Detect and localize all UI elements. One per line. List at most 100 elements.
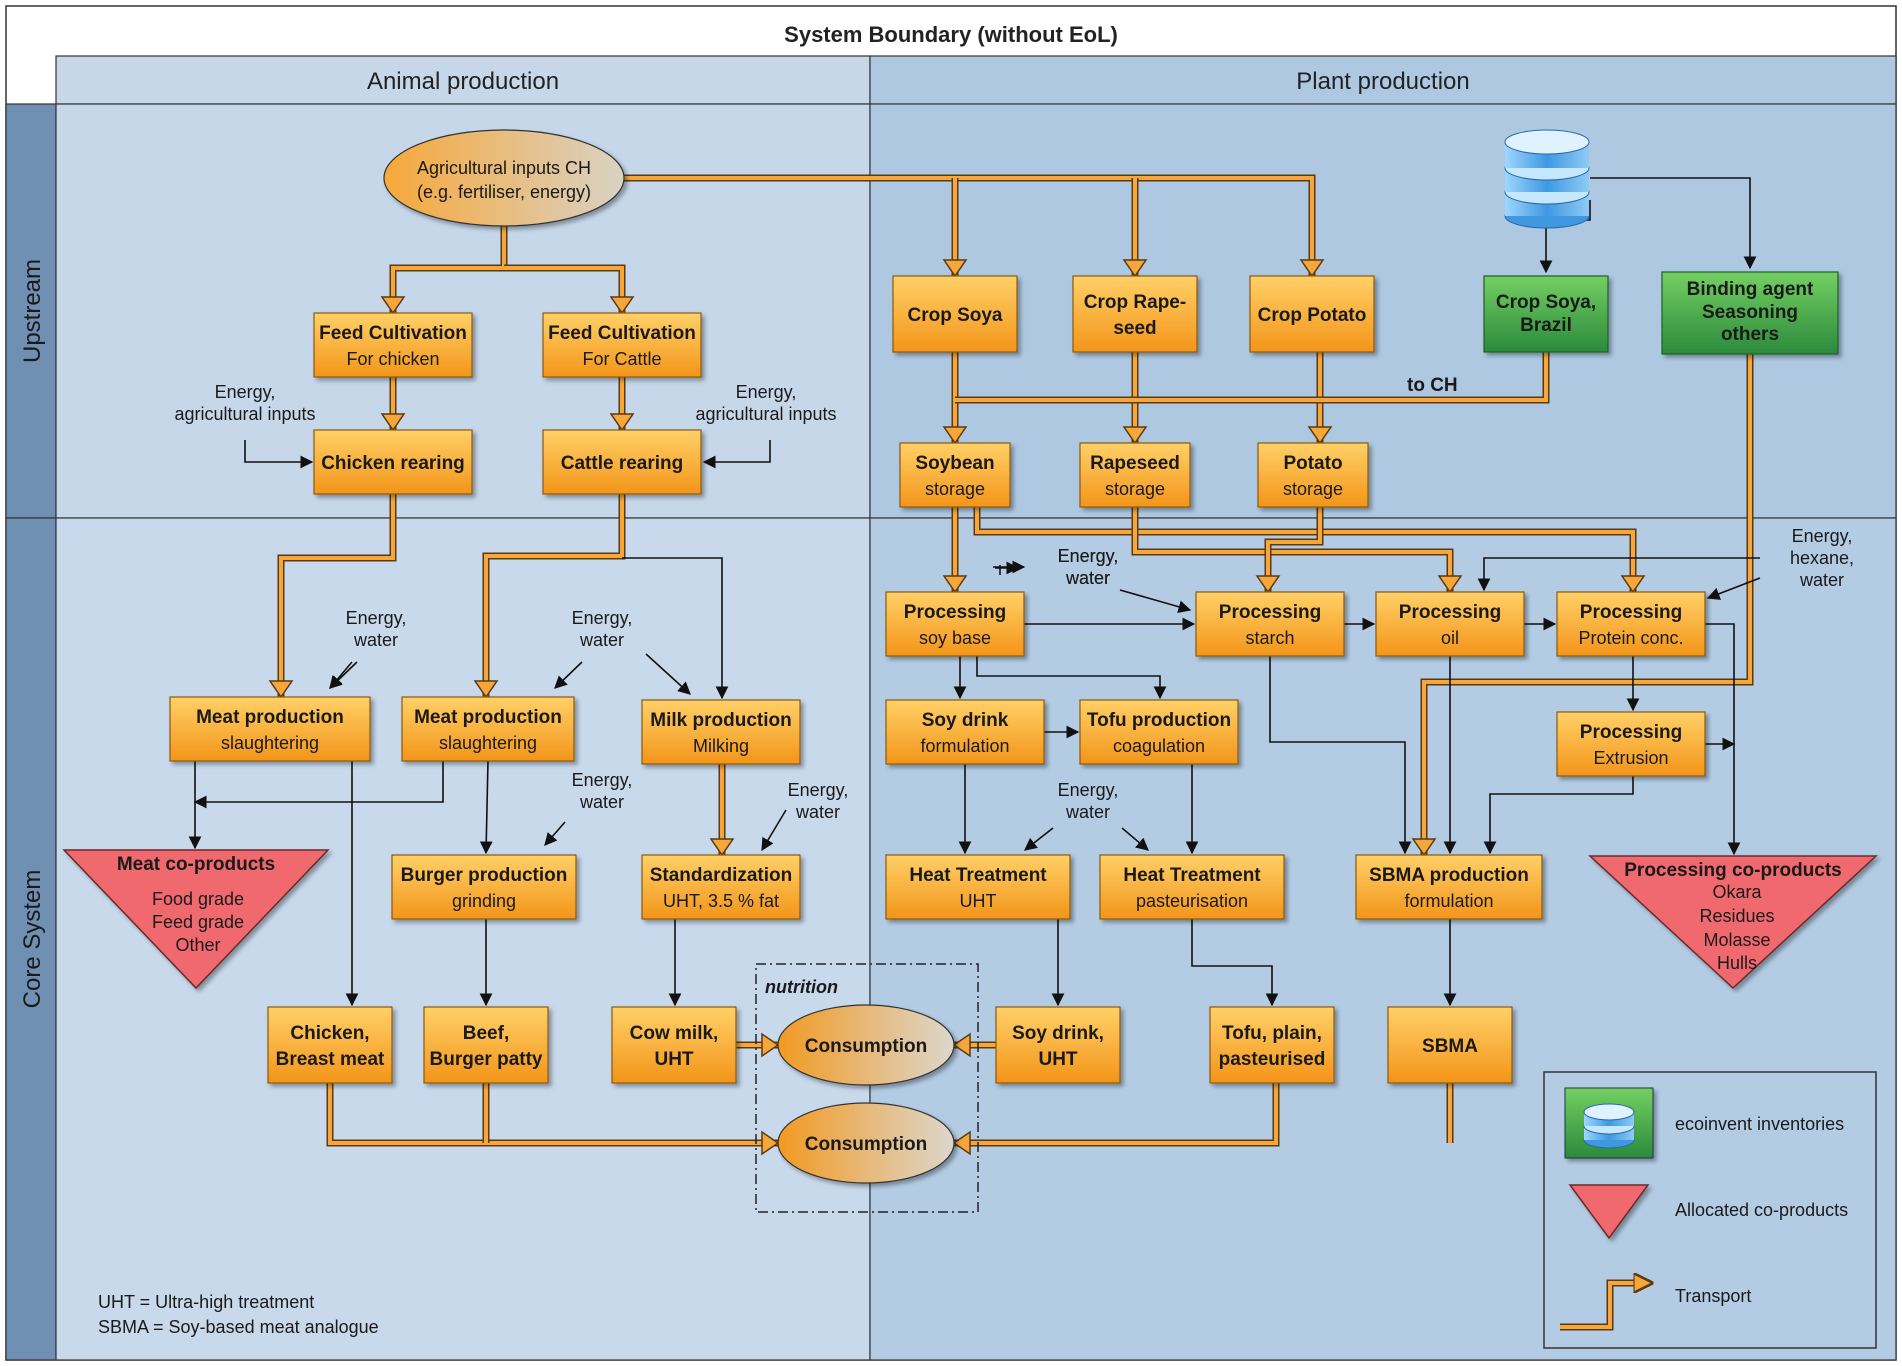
node-label: UHT [654, 1049, 693, 1070]
node-label: Meat production [196, 707, 344, 728]
node-label: Burger patty [430, 1049, 543, 1070]
input-label: Energy, [1792, 526, 1853, 546]
processing-coproduct-item: Molasse [1703, 930, 1770, 950]
node-label: storage [925, 479, 985, 499]
node-label: Brazil [1520, 315, 1572, 336]
transport-arrowhead [952, 1130, 971, 1156]
potato-storage-node: Potato storage [1257, 442, 1369, 508]
node-label: Processing [1580, 602, 1682, 623]
transport-arrowhead [761, 1130, 780, 1156]
input-label: water [1799, 570, 1844, 590]
input-label: water [579, 630, 624, 650]
cattle-rearing-node: Cattle rearing [542, 429, 702, 495]
node-label: Soybean [915, 453, 994, 474]
meat-coproducts-title: Meat co-products [117, 854, 275, 875]
node-label: Binding agent [1687, 279, 1814, 300]
node-label: Soy drink [922, 710, 1009, 731]
node-label: Protein conc. [1578, 628, 1683, 648]
agri-inputs-ellipse: Agricultural inputs CH (e.g. fertiliser, … [383, 129, 625, 227]
node-label: Milking [693, 736, 749, 756]
flow-arrow [329, 661, 353, 689]
node-label: Potato [1283, 453, 1342, 474]
transport-arrow [277, 494, 397, 697]
node-label: Crop Potato [1258, 305, 1367, 326]
processing-coproduct-item: Residues [1699, 906, 1774, 926]
node-label: SBMA production [1369, 865, 1529, 886]
node-label: Seasoning [1702, 302, 1798, 323]
flow-arrow [761, 809, 787, 852]
input-labels: Energy,agricultural inputsEnergy,agricul… [174, 382, 1854, 822]
flow-arrow [622, 557, 729, 700]
node-label: slaughtering [439, 733, 537, 753]
processing-coproduct-item: Hulls [1717, 953, 1757, 973]
transport-arrowhead [1299, 259, 1325, 278]
node-label: Burger production [401, 865, 568, 886]
node-label: Rapeseed [1090, 453, 1180, 474]
transport-arrowhead [609, 296, 635, 315]
animal-production-header: Animal production [367, 68, 559, 95]
transport-arrowhead [761, 1032, 780, 1058]
legend-coproduct-triangle [1568, 1184, 1650, 1240]
flow-arrow [1191, 919, 1279, 1007]
input-label: water [579, 792, 624, 812]
node-label: For chicken [346, 349, 439, 369]
footnote-sbma: SBMA = Soy-based meat analogue [98, 1317, 379, 1337]
node-label: starch [1245, 628, 1294, 648]
input-label: Energy, [788, 780, 849, 800]
flow-arrow [645, 653, 691, 695]
crop-soya-node: Crop Soya [892, 275, 1018, 353]
ellipse-label: (e.g. fertiliser, energy) [417, 182, 591, 202]
beef-patty-node: Beef,Burger patty [423, 1006, 549, 1084]
transport-arrowhead [952, 1032, 971, 1058]
node-label: Processing [1219, 602, 1321, 623]
input-label: water [1065, 568, 1110, 588]
flow-arrow [479, 760, 493, 855]
input-label: water [795, 802, 840, 822]
node-label: storage [1105, 479, 1165, 499]
transport-arrowhead [268, 680, 294, 699]
node-label: Heat Treatment [909, 865, 1047, 886]
node-label: For Cattle [582, 349, 661, 369]
input-label: water [353, 630, 398, 650]
ellipse-label: Consumption [805, 1134, 927, 1155]
transport-arrowhead [380, 413, 406, 432]
node-label: Crop Rape- [1084, 292, 1186, 313]
flow-arrow [1121, 827, 1149, 851]
transport-arrow [1420, 354, 1754, 855]
input-label: Energy, [572, 608, 633, 628]
plant-production-header: Plant production [1296, 68, 1469, 95]
transport-arrowhead [1122, 259, 1148, 278]
input-label: agricultural inputs [174, 404, 315, 424]
node-label: Processing [904, 602, 1006, 623]
node-label: storage [1283, 479, 1343, 499]
ellipse-label: Agricultural inputs CH [417, 158, 591, 178]
transport-lines [268, 174, 1754, 1156]
to-ch-label: to CH [1407, 375, 1458, 396]
cow-milk-node: Cow milk,UHT [611, 1006, 737, 1084]
meat-coproduct-item: Food grade [152, 889, 244, 909]
processing-coproducts-triangle: Processing co-products Okara Residues Mo… [1588, 855, 1878, 990]
legend-coproducts-label: Allocated co-products [1675, 1200, 1848, 1220]
input-label: Energy, [736, 382, 797, 402]
node-label: Cattle rearing [561, 453, 683, 474]
node-label: oil [1441, 628, 1459, 648]
crop-potato-node: Crop Potato [1249, 275, 1375, 353]
flow-arrow [1477, 557, 1760, 592]
transport-arrowhead [942, 426, 968, 445]
database-icon [1504, 129, 1590, 229]
flow-arrow [1590, 177, 1757, 270]
transport-arrowhead [473, 680, 499, 699]
soybean-storage-node: Soybean storage [899, 442, 1011, 508]
node-label: Extrusion [1593, 748, 1668, 768]
transport-arrow [954, 1083, 1280, 1147]
transport-arrowhead [1255, 575, 1281, 594]
node-label: pasteurised [1219, 1049, 1326, 1070]
